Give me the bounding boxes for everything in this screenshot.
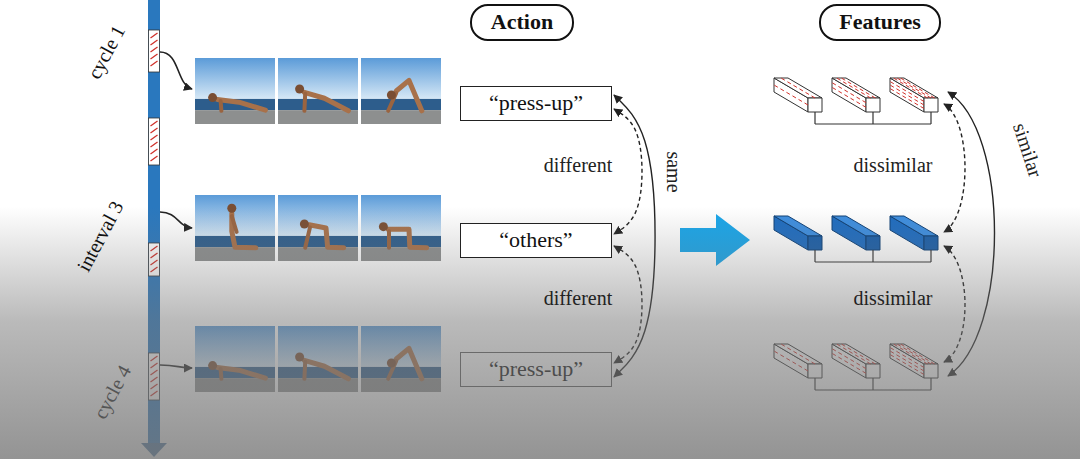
edge-label: different [544, 287, 613, 309]
action-box: “press-up” [460, 352, 612, 387]
node-text: “others” [499, 227, 572, 253]
header-pill: Features [819, 4, 941, 41]
node-text: Features [839, 9, 920, 35]
node-text: Action [491, 9, 553, 35]
comparison-label: dissimilar [854, 287, 933, 309]
comparison-label: dissimilar [854, 154, 933, 176]
action-box: “others” [460, 223, 612, 258]
action-box: “press-up” [460, 86, 612, 121]
header-pill: Action [470, 4, 574, 41]
edge-label: different [544, 154, 613, 176]
node-text: “press-up” [489, 356, 583, 382]
edge-label: same [663, 151, 685, 192]
node-text: “press-up” [489, 90, 583, 116]
